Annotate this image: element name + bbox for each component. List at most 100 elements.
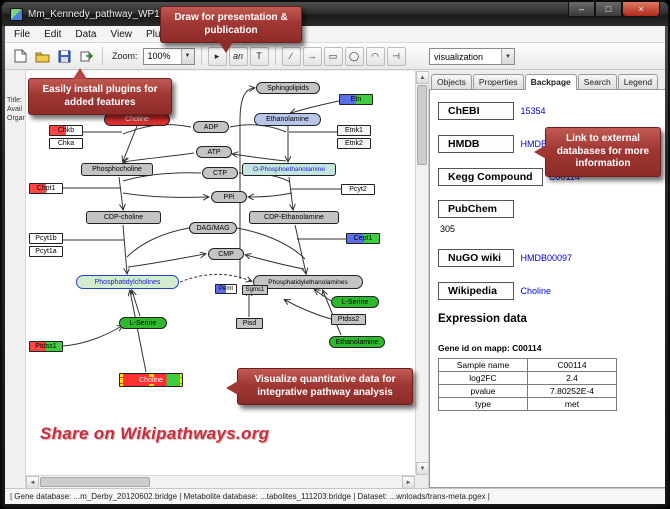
section-header: Wikipedia bbox=[438, 282, 514, 300]
pathway-node[interactable]: ATP bbox=[196, 146, 232, 158]
scroll-up-icon[interactable]: ▲ bbox=[416, 71, 428, 84]
selection-handle[interactable] bbox=[120, 374, 123, 377]
minimize-button[interactable]: – bbox=[568, 2, 595, 17]
pathway-node[interactable]: PPi bbox=[211, 191, 247, 203]
pathway-node[interactable]: Sphingolipids bbox=[256, 82, 320, 94]
label-tool-button[interactable]: T bbox=[249, 46, 269, 66]
window-title: Mm_Kennedy_pathway_WP1771_45176.gpml bbox=[28, 8, 235, 20]
arc-tool-button[interactable]: ◠ bbox=[365, 46, 385, 66]
pathway-node[interactable]: Phosphatidylethanolamines bbox=[253, 275, 363, 289]
pathway-node[interactable]: Ethanolamine bbox=[254, 113, 321, 126]
vertical-scroll-thumb[interactable] bbox=[417, 85, 427, 165]
tab-properties[interactable]: Properties bbox=[472, 74, 524, 89]
tab-objects[interactable]: Objects bbox=[431, 74, 472, 89]
gene-id-label: Gene id on mapp: C00114 bbox=[438, 343, 542, 353]
canvas-horizontal-scrollbar[interactable]: ◄ ► bbox=[26, 475, 415, 488]
selection-handle[interactable] bbox=[180, 378, 182, 383]
selection-handle[interactable] bbox=[180, 384, 182, 386]
pathway-node[interactable]: Pemt bbox=[215, 284, 237, 294]
pathway-node[interactable]: Ptdss1 bbox=[29, 341, 63, 352]
expression-data-title: Expression data bbox=[438, 313, 527, 325]
save-button[interactable] bbox=[54, 46, 74, 66]
pathway-node[interactable]: CDP-choline bbox=[86, 211, 161, 224]
selection-handle[interactable] bbox=[120, 378, 123, 383]
line-tool-button[interactable]: ∕ bbox=[281, 46, 301, 66]
pathway-node[interactable]: Pcyt1b bbox=[29, 233, 63, 244]
canvas-vertical-scrollbar[interactable]: ▲ ▼ bbox=[415, 71, 428, 475]
pathway-node[interactable]: Phosphatidylcholines bbox=[76, 275, 179, 289]
scroll-down-icon[interactable]: ▼ bbox=[416, 462, 428, 475]
pathway-node[interactable]: CDP-Ethanolamine bbox=[249, 211, 339, 224]
section-header: PubChem bbox=[438, 200, 514, 218]
pathway-node[interactable]: Ptdss2 bbox=[331, 314, 366, 325]
pathway-node[interactable]: Pcyt2 bbox=[341, 184, 375, 195]
pathway-node[interactable]: CMP bbox=[208, 248, 244, 260]
toolbar-separator bbox=[274, 47, 276, 65]
selection-handle[interactable] bbox=[120, 384, 123, 386]
zoom-combobox[interactable]: 100% ▼ bbox=[142, 47, 195, 65]
oval-tool-button[interactable]: ◯ bbox=[344, 46, 364, 66]
selection-handle[interactable] bbox=[180, 374, 182, 377]
export-icon bbox=[80, 51, 93, 61]
pathway-node[interactable]: L-Serine bbox=[119, 317, 167, 329]
pathway-node[interactable]: Chpt1 bbox=[29, 183, 63, 194]
section-header: NuGO wiki bbox=[438, 249, 514, 267]
info-label-availability: Avail bbox=[7, 106, 23, 113]
pathway-node[interactable]: Cept1 bbox=[346, 233, 380, 244]
callout-pointer-icon bbox=[219, 42, 233, 53]
callout-pointer-icon bbox=[226, 381, 238, 395]
chebi-id-link[interactable]: 15354 bbox=[520, 106, 546, 116]
pathway-node[interactable]: Phosphocholine bbox=[81, 163, 153, 176]
pathway-node[interactable]: Ethanolamine bbox=[329, 336, 385, 348]
tbar-tool-button[interactable]: ⊣ bbox=[386, 46, 406, 66]
pathway-node[interactable]: O-Phosphoethanolamine bbox=[242, 163, 336, 176]
selection-handle[interactable] bbox=[149, 374, 154, 377]
pathway-node[interactable]: CTP bbox=[202, 167, 238, 179]
section-header: ChEBI bbox=[438, 102, 514, 120]
info-label-organism: Organ bbox=[7, 115, 26, 122]
arrow-tool-button[interactable]: → bbox=[302, 46, 322, 66]
pathway-node[interactable]: ADP bbox=[193, 121, 229, 133]
kegg-id-link[interactable]: C00114 bbox=[549, 172, 580, 182]
export-button[interactable] bbox=[76, 46, 96, 66]
tab-legend[interactable]: Legend bbox=[617, 74, 659, 89]
pathway-node[interactable]: Pcyt1a bbox=[29, 246, 63, 257]
tab-search[interactable]: Search bbox=[577, 74, 617, 89]
pathway-node[interactable]: Etnk2 bbox=[337, 138, 371, 149]
expression-table: Sample name C00114 log2FC 2.4 pvalue 7.8… bbox=[438, 358, 617, 411]
pathway-node[interactable]: Chkb bbox=[49, 125, 83, 136]
nugo-id-link[interactable]: HMDB00097 bbox=[520, 253, 572, 263]
pathway-node[interactable]: Etn bbox=[339, 94, 373, 105]
table-row: pvalue 7.80252E-4 bbox=[438, 384, 617, 398]
rectangle-tool-button[interactable]: ▭ bbox=[323, 46, 343, 66]
visualization-combobox[interactable]: visualization ▼ bbox=[429, 48, 515, 65]
table-cell: pvalue bbox=[438, 384, 528, 398]
pathway-node[interactable]: L-Serine bbox=[331, 296, 379, 308]
pathway-node[interactable]: DAG/MAG bbox=[189, 222, 237, 234]
menu-view[interactable]: View bbox=[110, 28, 132, 40]
menu-file[interactable]: File bbox=[14, 28, 31, 40]
selection-handle[interactable] bbox=[149, 384, 154, 386]
datanode-tool-button[interactable]: an bbox=[228, 46, 248, 66]
pathway-node[interactable]: Choline bbox=[119, 373, 183, 387]
new-file-button[interactable] bbox=[10, 46, 30, 66]
horizontal-scroll-thumb[interactable] bbox=[40, 477, 150, 487]
scroll-left-icon[interactable]: ◄ bbox=[26, 476, 39, 488]
wikipedia-link[interactable]: Choline bbox=[520, 286, 551, 296]
open-file-button[interactable] bbox=[32, 46, 52, 66]
scrollbar-corner bbox=[415, 475, 428, 488]
zoom-label: Zoom: bbox=[112, 51, 138, 61]
close-button[interactable]: × bbox=[622, 2, 660, 17]
pathway-node[interactable]: Pisd bbox=[236, 318, 263, 329]
pathway-node[interactable]: Sgms1 bbox=[242, 285, 268, 295]
pathway-node[interactable]: Chka bbox=[49, 138, 83, 149]
callout-draw: Draw for presentation & publication bbox=[160, 6, 302, 53]
scroll-right-icon[interactable]: ► bbox=[402, 476, 415, 488]
menu-edit[interactable]: Edit bbox=[44, 28, 62, 40]
pathway-node[interactable]: Etnk1 bbox=[337, 125, 371, 136]
maximize-button[interactable]: □ bbox=[595, 2, 622, 17]
menu-data[interactable]: Data bbox=[75, 28, 97, 40]
tab-backpage[interactable]: Backpage bbox=[524, 74, 577, 90]
